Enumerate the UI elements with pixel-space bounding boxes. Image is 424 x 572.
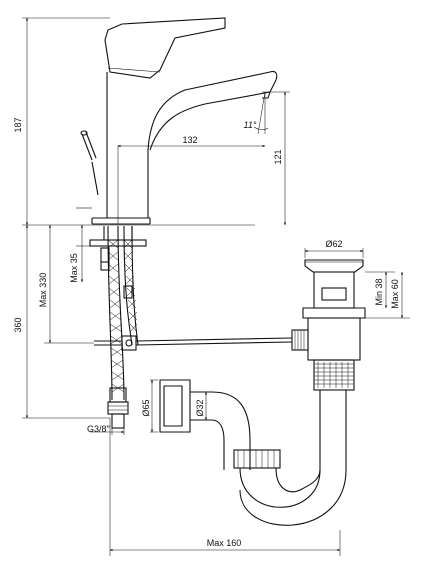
thread-label-text: G3/8" bbox=[87, 424, 110, 434]
thread-label: G3/8" bbox=[87, 424, 125, 435]
angle-11-label: 11° bbox=[244, 120, 257, 130]
dimension-121: 121 bbox=[262, 91, 290, 226]
dimension-max-160: Max 160 bbox=[109, 418, 341, 556]
dimension-max-330: Max 330 bbox=[38, 224, 94, 344]
dimension-d65-label: Ø65 bbox=[141, 399, 151, 416]
dimension-132-label: 132 bbox=[182, 135, 197, 145]
drain-valve bbox=[291, 259, 366, 470]
dimension-d65: Ø65 bbox=[141, 379, 158, 433]
dimension-d62: Ø62 bbox=[304, 239, 364, 258]
pop-up-rod bbox=[94, 335, 293, 351]
dimension-min-38-label: Min 38 bbox=[374, 278, 384, 305]
dimension-max-330-label: Max 330 bbox=[38, 273, 48, 308]
dimension-max-60-label: Max 60 bbox=[390, 279, 400, 309]
dimension-d62-label: Ø62 bbox=[325, 239, 342, 249]
dimension-187-label: 187 bbox=[13, 117, 23, 132]
dimension-187: 187 bbox=[13, 17, 110, 226]
faucet-body bbox=[80, 17, 278, 225]
dimension-132: 132 bbox=[117, 135, 266, 225]
dimension-121-label: 121 bbox=[273, 149, 283, 164]
dimension-max-160-label: Max 160 bbox=[207, 538, 242, 548]
siphon-trap bbox=[159, 379, 347, 526]
dimension-max-35-label: Max 35 bbox=[69, 253, 79, 283]
dimension-360: 360 bbox=[13, 224, 110, 419]
dimension-d32: Ø32 bbox=[195, 391, 208, 421]
dimension-360-label: 360 bbox=[13, 317, 23, 332]
supply-hoses bbox=[89, 225, 147, 429]
dimension-max-60: Max 60 bbox=[365, 271, 410, 319]
angle-11: 11° bbox=[244, 91, 269, 135]
dimension-max-35: Max 35 bbox=[69, 224, 92, 283]
dimension-min-38: Min 38 bbox=[365, 271, 395, 309]
dimension-d32-label: Ø32 bbox=[195, 399, 205, 416]
